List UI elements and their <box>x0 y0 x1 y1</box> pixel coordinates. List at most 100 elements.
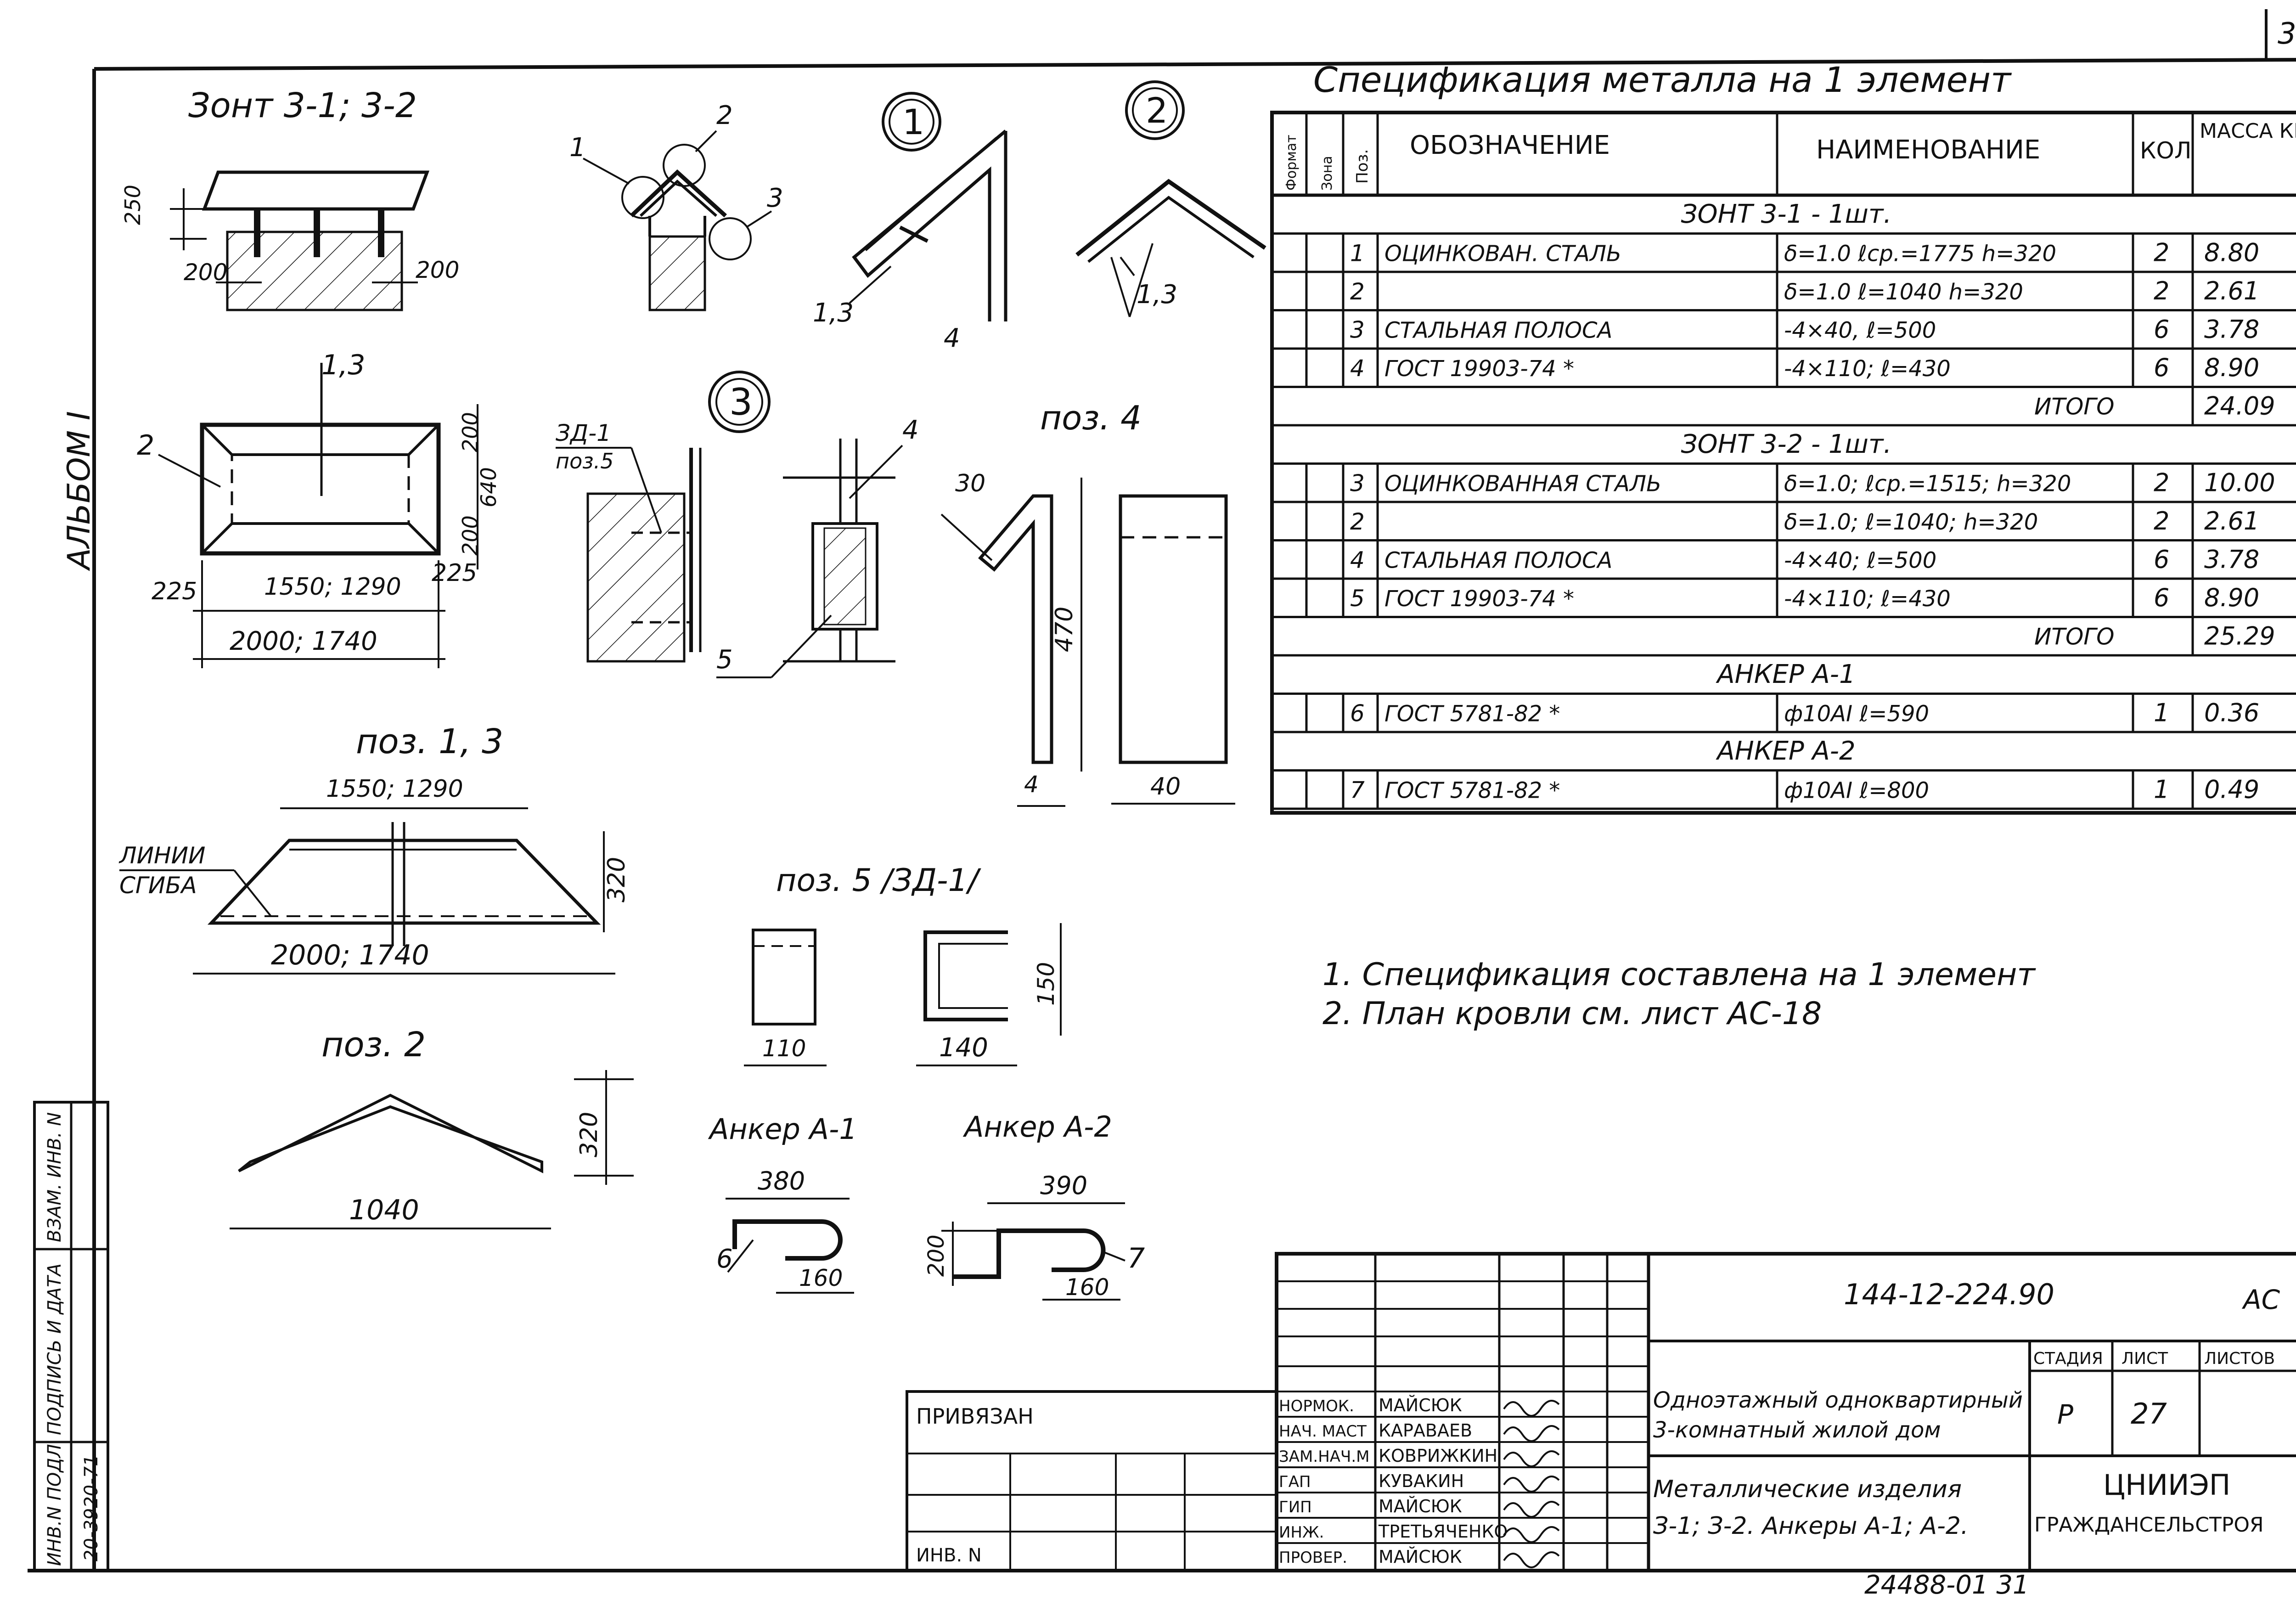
signature-mark <box>1503 1400 1560 1417</box>
spec-cell-qty: 6 <box>2154 545 2169 574</box>
zont-dim-200-left: 200 <box>184 259 227 286</box>
node-3-label-4: 4 <box>902 415 919 445</box>
spec-cell-name: ф10АI ℓ=590 <box>1784 701 1929 727</box>
privyazan-label: ПРИВЯЗАН <box>916 1404 1034 1429</box>
spec-cell-qty: 2 <box>2154 238 2169 267</box>
spec-cell-pos: 2 <box>1350 278 1365 305</box>
spec-cell-name: -4×110; ℓ=430 <box>1784 356 1951 382</box>
poz-13-title: поз. 1, 3 <box>356 722 503 761</box>
spec-header-designation: ОБОЗНАЧЕНИЕ <box>1410 130 1610 160</box>
spec-cell-name: δ=1.0; ℓ=1040; h=320 <box>1784 509 2038 535</box>
signature-mark <box>1503 1551 1560 1568</box>
poz-13-dim-bottom: 2000; 1740 <box>271 939 429 971</box>
poz-5-title: поз. 5 /ЗД-1/ <box>776 862 982 899</box>
zont-dim-200-right: 200 <box>416 257 459 283</box>
signature-mark <box>1503 1526 1560 1543</box>
spec-section-title: ЗОНТ 3-1 - 1шт. <box>1681 199 1892 229</box>
spec-cell-name: δ=1.0 ℓср.=1775 h=320 <box>1784 241 2056 267</box>
zont-dim-250: 250 <box>120 185 145 225</box>
spec-cell-name: δ=1.0; ℓср.=1515; h=320 <box>1784 471 2071 497</box>
poz-2-dim-320: 320 <box>575 1112 603 1157</box>
spec-title: Спецификация металла на 1 элемент <box>1313 59 2012 100</box>
notes: 1. Спецификация составлена на 1 элемент … <box>1322 957 2036 1032</box>
anchor-a1-detail: Анкер А-1 380 6 160 <box>708 1112 857 1294</box>
spec-total-label: ИТОГО <box>2034 624 2115 650</box>
spec-cell-qty: 1 <box>2154 775 2169 804</box>
spec-row: ИТОГО 24.09 <box>1272 387 2296 427</box>
spec-cell-mass: 2.61 <box>2204 507 2259 535</box>
anchor-a2-dim-200: 200 <box>923 1234 949 1277</box>
poz-2-detail: поз. 2 320 1040 <box>230 1025 634 1229</box>
bottom-number: 24488-01 31 <box>1864 1570 2029 1600</box>
spec-cell-mass: 0.36 <box>2204 699 2259 727</box>
anchor-a1-dim-160: 160 <box>799 1265 843 1291</box>
inv-n-label: ИНВ. N <box>916 1545 982 1566</box>
spec-cell-mass: 8.90 <box>2204 583 2259 612</box>
plan-dim-1550: 1550; 1290 <box>264 573 401 601</box>
anchor-a2-dim-160: 160 <box>1065 1274 1109 1301</box>
spec-cell-mass: 3.78 <box>2204 545 2259 574</box>
note-1: 1. Спецификация составлена на 1 элемент <box>1322 957 2036 993</box>
spec-cell-designation: ГОСТ 5781-82 * <box>1384 701 1560 727</box>
plan-dim-200-bottom: 200 <box>458 515 483 556</box>
node-3-detail: 3 ЗД-1 поз.5 4 5 <box>556 371 919 678</box>
staff-role: НАЧ. МАСТ <box>1279 1422 1367 1441</box>
staff-name: МАЙСЮК <box>1379 1496 1462 1516</box>
staff-role: ЗАМ.НАЧ.М <box>1279 1448 1369 1466</box>
poz-4-dim-40: 40 <box>1150 773 1181 800</box>
spec-cell-designation: ОЦИНКОВАН. СТАЛЬ <box>1384 241 1621 267</box>
poz-5-dim-140: 140 <box>939 1033 988 1063</box>
plan-dim-2000: 2000; 1740 <box>230 626 377 656</box>
node-3-label-5: 5 <box>716 645 733 675</box>
poz-4-dim-30: 30 <box>955 470 985 497</box>
staff-name: КУВАКИН <box>1379 1471 1464 1491</box>
spec-cell-pos: 4 <box>1350 547 1365 574</box>
spec-total-mass: 25.29 <box>2204 622 2275 651</box>
object-line-2: 3-комнатный жилой дом <box>1653 1417 1941 1443</box>
spec-cell-pos: 6 <box>1350 700 1365 727</box>
plan-dim-225-left: 225 <box>152 578 197 605</box>
spec-cell-mass: 8.80 <box>2204 238 2259 267</box>
sheet-title-line-2: З-1; З-2. Анкеры А-1; А-2. <box>1653 1512 1968 1540</box>
spec-cell-pos: 5 <box>1350 585 1365 612</box>
sheets-header: ЛИСТОВ <box>2204 1349 2275 1368</box>
specification-table: Спецификация металла на 1 элемент Формат… <box>1270 59 2296 815</box>
stage-header: СТАДИЯ <box>2033 1349 2103 1368</box>
object-line-1: Одноэтажный одноквартирный <box>1653 1387 2023 1413</box>
anchor-a2-dim-390: 390 <box>1040 1171 1087 1200</box>
staff-role: ГИП <box>1279 1498 1312 1516</box>
spec-row: 6 ГОСТ 5781-82 * ф10АI ℓ=590 1 0.36 <box>1272 693 2296 733</box>
node-3-label-poz5: поз.5 <box>556 449 614 473</box>
poz-4-detail: поз. 4 30 470 4 40 <box>940 399 1235 807</box>
spec-total-label: ИТОГО <box>2034 394 2115 420</box>
staff-role: ПРОВЕР. <box>1279 1549 1347 1567</box>
spec-section-title: АНКЕР А-2 <box>1716 736 1855 766</box>
stamp-podpis: ПОДПИСЬ И ДАТА <box>44 1263 65 1435</box>
spec-cell-designation: СТАЛЬНАЯ ПОЛОСА <box>1384 548 1612 574</box>
staff-name: КАРАВАЕВ <box>1379 1420 1472 1441</box>
poz-2-dim-1040: 1040 <box>349 1194 419 1226</box>
spec-cell-designation: ОЦИНКОВАННАЯ СТАЛЬ <box>1384 471 1661 497</box>
node-2-detail: 2 1,3 <box>1075 80 1266 317</box>
spec-rows: ЗОНТ 3-1 - 1шт. 1 ОЦИНКОВАН. СТАЛЬ δ=1.0 ℓс… <box>1272 199 2296 810</box>
poz-4-title: поз. 4 <box>1040 399 1142 437</box>
staff-name: МАЙСЮК <box>1379 1547 1462 1567</box>
spec-cell-qty: 6 <box>2154 583 2169 612</box>
spec-total-mass: 24.09 <box>2204 392 2275 421</box>
signature-mark <box>1503 1450 1560 1467</box>
spec-cell-qty: 2 <box>2154 507 2169 535</box>
node-3-mark: 3 <box>729 381 753 423</box>
staff-name: ТРЕТЬЯЧЕНКО <box>1378 1521 1508 1542</box>
spec-cell-qty: 1 <box>2154 699 2169 727</box>
node-1-mark: 1 <box>902 101 924 142</box>
poz-5-detail: поз. 5 /ЗД-1/ 150 110 140 <box>744 862 1062 1066</box>
node-1-label-4: 4 <box>944 323 960 353</box>
plan-label-13: 1,3 <box>321 349 365 381</box>
